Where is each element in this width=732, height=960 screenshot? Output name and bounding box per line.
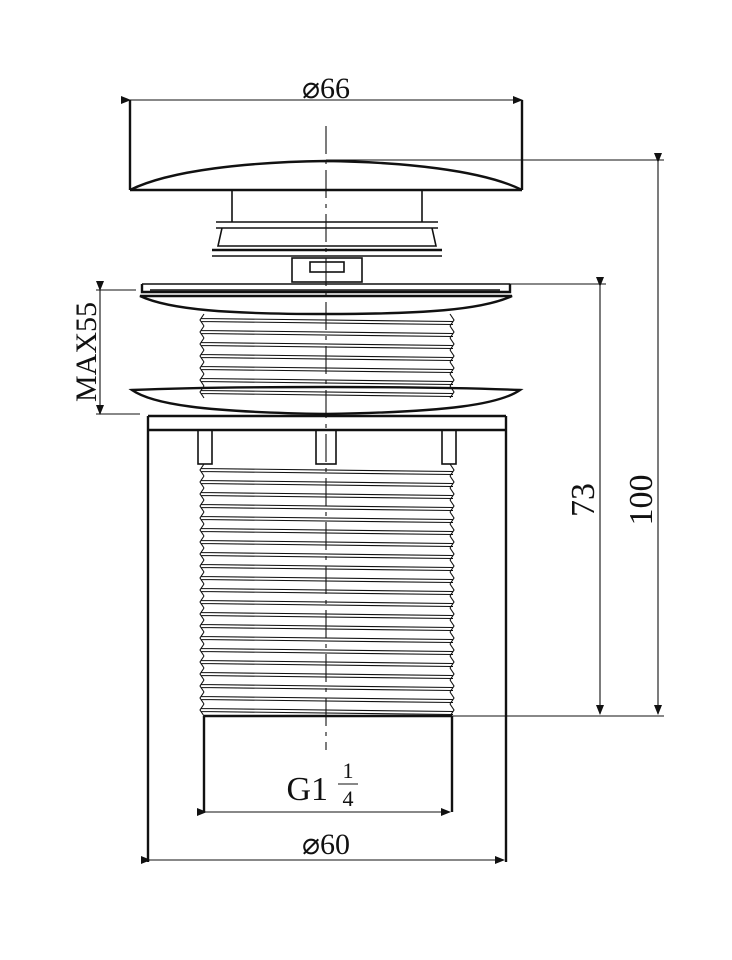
lower-housing: [146, 414, 508, 862]
thread-ridge: [199, 595, 455, 609]
thread-ridge: [199, 361, 455, 375]
thread-ridge: [199, 559, 455, 573]
max-thickness-label: MAX55: [70, 302, 103, 402]
bottom-diameter-dimension: ⌀60: [141, 828, 505, 864]
thread-ridge: [199, 679, 455, 693]
thread-ridge: [199, 619, 455, 633]
total-height-label: 100: [623, 475, 660, 526]
thread-ridge: [199, 655, 455, 669]
thread-ridge: [199, 691, 455, 705]
thread-ridge: [199, 463, 455, 477]
cap-stem: [212, 190, 442, 283]
thread-ridge: [199, 703, 455, 717]
thread-ridge: [199, 535, 455, 549]
thread-spec-dimension: G1 1 4: [197, 758, 451, 816]
thread-ridge: [199, 547, 455, 561]
thread-ridge: [199, 313, 455, 327]
lower-thread: [199, 463, 455, 717]
thread-denominator-label: 4: [343, 786, 354, 811]
thread-numerator-label: 1: [343, 758, 354, 783]
top-diameter-label: ⌀66: [302, 72, 350, 105]
thread-ridge: [199, 349, 455, 363]
thread-ridge: [199, 511, 455, 525]
thread-ridge: [199, 631, 455, 645]
thread-ridge: [199, 523, 455, 537]
top-diameter-dimension: ⌀66: [121, 72, 523, 105]
thread-ridge: [199, 499, 455, 513]
thread-ridge: [199, 667, 455, 681]
thread-ridge: [199, 337, 455, 351]
thread-ridge: [199, 607, 455, 621]
bottom-diameter-label: ⌀60: [302, 828, 350, 861]
max-thickness-dimension: MAX55: [70, 281, 140, 415]
thread-ridge: [199, 571, 455, 585]
thread-ridge: [199, 475, 455, 489]
upper-thread: [199, 313, 455, 399]
body-bottom: [202, 714, 454, 812]
thread-ridge: [199, 385, 455, 399]
thread-ridge: [199, 487, 455, 501]
thread-ridge: [199, 373, 455, 387]
lock-nut-flange: [128, 385, 524, 416]
body-height-label: 73: [565, 483, 602, 517]
thread-ridge: [199, 583, 455, 597]
body-height-dimension: 73: [452, 277, 606, 717]
total-height-dimension: 100: [326, 153, 664, 717]
thread-main-label: G1: [286, 771, 328, 808]
thread-ridge: [199, 325, 455, 339]
thread-ridge: [199, 643, 455, 657]
